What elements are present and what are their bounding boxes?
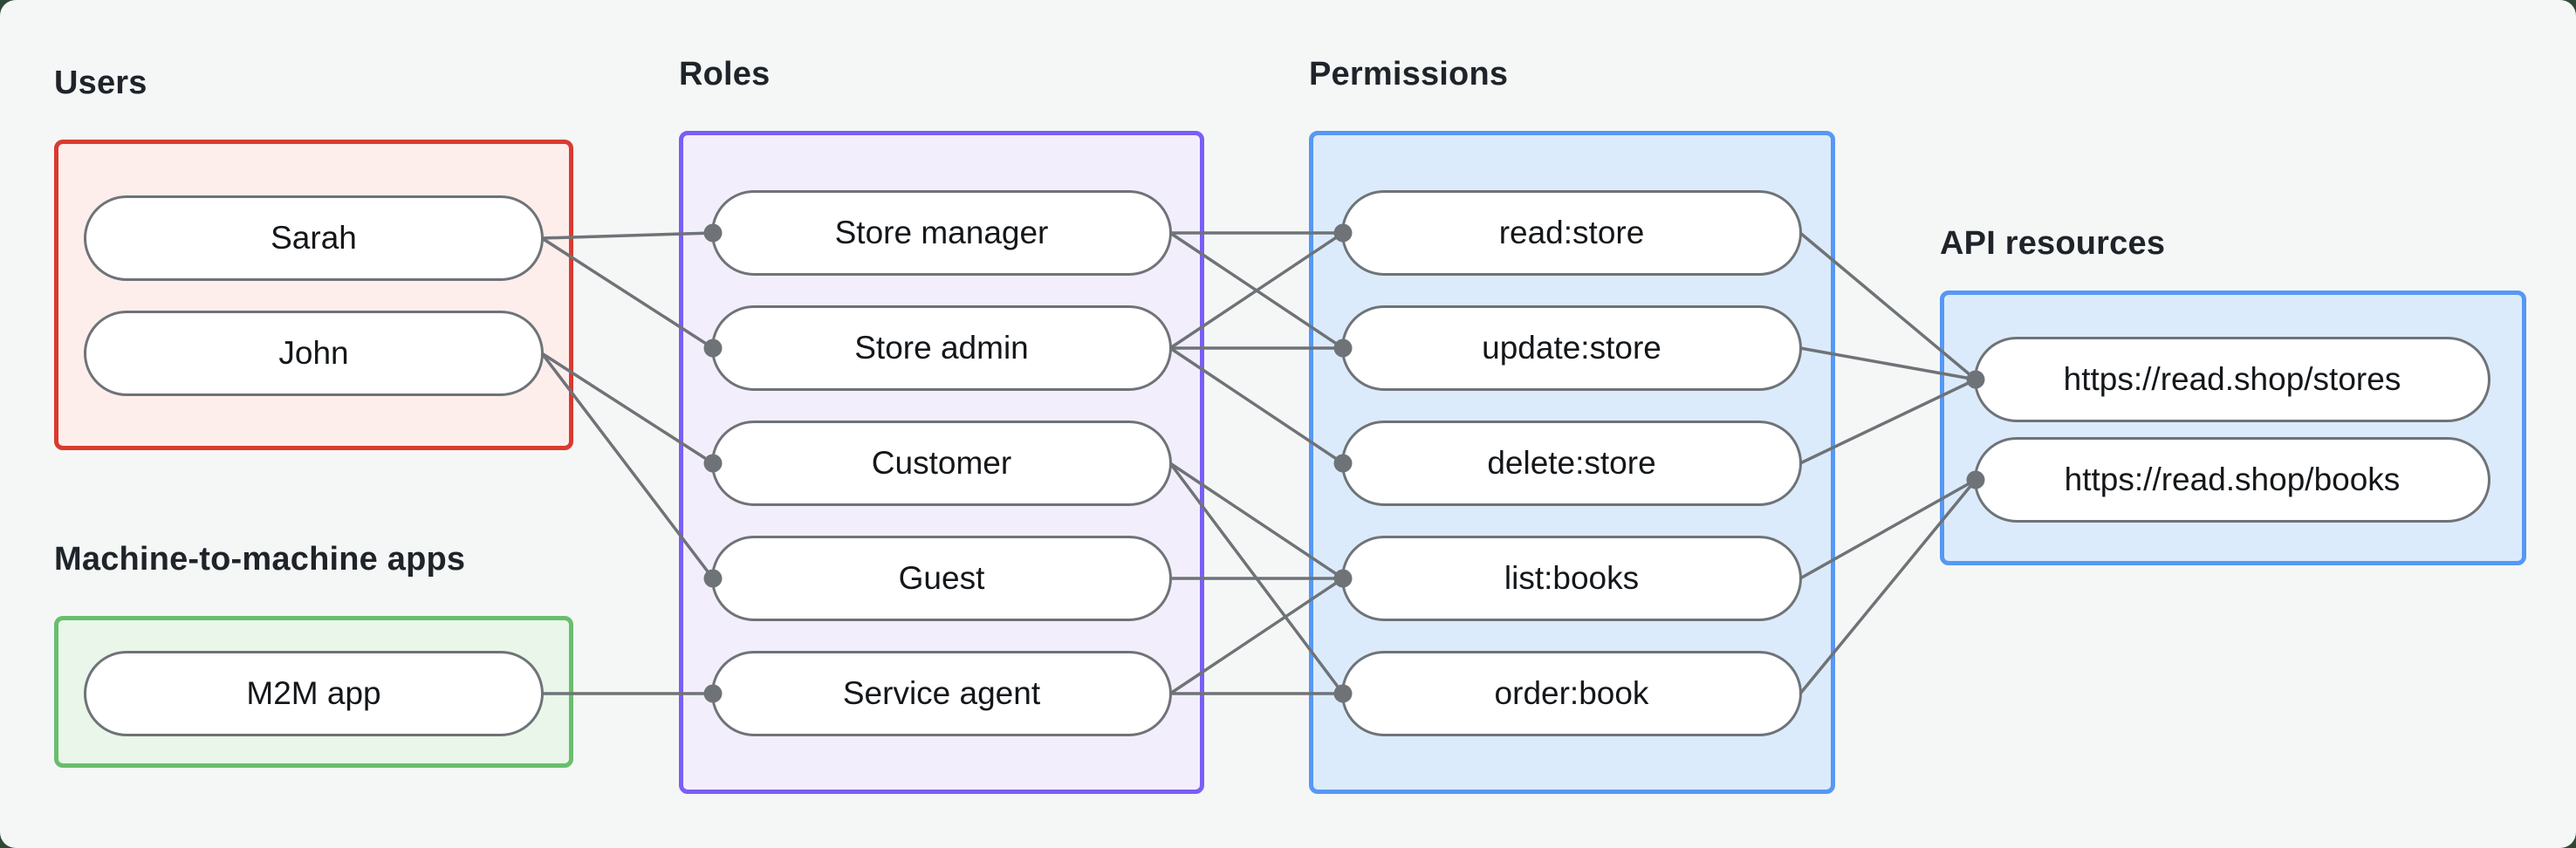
node-store-manager: Store manager <box>711 190 1172 276</box>
node-sarah: Sarah <box>84 195 544 281</box>
node-read-store: read:store <box>1341 190 1802 276</box>
node-stores: https://read.shop/stores <box>1974 337 2490 422</box>
group-label-resources: API resources <box>1940 225 2166 262</box>
group-label-users: Users <box>54 65 147 101</box>
node-store-admin: Store admin <box>711 305 1172 391</box>
node-john: John <box>84 311 544 396</box>
node-m2m-app: M2M app <box>84 651 544 736</box>
group-box-users <box>54 140 573 450</box>
node-list-books: list:books <box>1341 536 1802 621</box>
node-order-book: order:book <box>1341 651 1802 736</box>
node-books: https://read.shop/books <box>1974 437 2490 523</box>
node-customer: Customer <box>711 421 1172 506</box>
node-update-store: update:store <box>1341 305 1802 391</box>
node-delete-store: delete:store <box>1341 421 1802 506</box>
node-guest: Guest <box>711 536 1172 621</box>
node-service-agent: Service agent <box>711 651 1172 736</box>
group-box-resources <box>1940 291 2526 565</box>
group-label-permissions: Permissions <box>1309 56 1509 92</box>
group-label-m2m: Machine-to-machine apps <box>54 541 466 578</box>
group-label-roles: Roles <box>679 56 771 92</box>
